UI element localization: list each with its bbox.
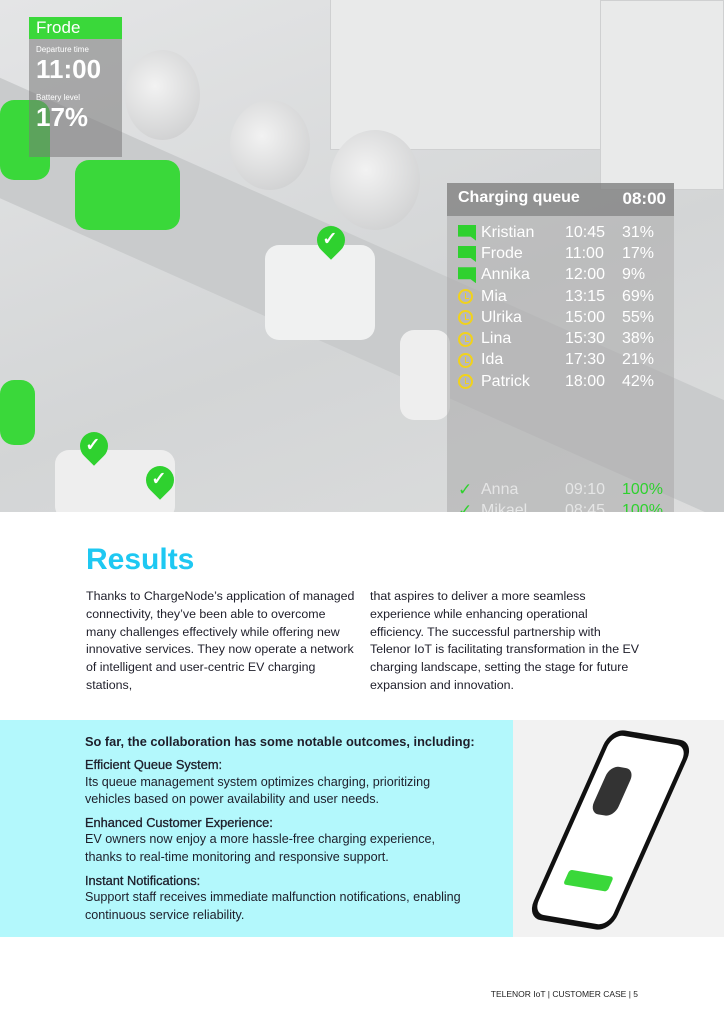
queue-name: Lina xyxy=(481,330,512,348)
queue-name: Mikael xyxy=(481,501,528,512)
completed-row: ✓ Mikael 08:45 100% xyxy=(447,500,674,512)
charging-flag-icon xyxy=(458,245,476,262)
check-icon: ✓ xyxy=(458,500,473,512)
building xyxy=(330,0,630,150)
charging-flag-icon xyxy=(458,224,476,241)
results-col-2: that aspires to deliver a more seamless … xyxy=(370,589,640,692)
app-button xyxy=(563,869,614,892)
results-col-1: Thanks to ChargeNode’s application of ma… xyxy=(86,589,355,692)
charging-queue-panel: Charging queue 08:00 Kristian 10:45 31% Frod… xyxy=(447,183,674,512)
tree xyxy=(230,100,310,190)
outcome-title: Enhanced Customer Experience: xyxy=(85,815,273,831)
queue-row: Patrick 18:00 42% xyxy=(447,371,674,392)
queue-time: 11:00 xyxy=(565,244,604,262)
queue-name: Ulrika xyxy=(481,308,522,326)
queue-row: Frode 11:00 17% xyxy=(447,243,674,264)
queue-time: 15:30 xyxy=(565,330,606,348)
hero-illustration: ✓ ✓ ✓ Frode Departure time 11:00 Battery… xyxy=(0,0,724,512)
clock-icon xyxy=(458,310,473,326)
clock-icon xyxy=(458,352,473,368)
car xyxy=(0,380,35,445)
queue-row: Mia 13:15 69% xyxy=(447,286,674,307)
check-icon: ✓ xyxy=(458,479,473,499)
queue-time: 17:30 xyxy=(565,351,606,369)
outcome-text: Its queue management system optimizes ch… xyxy=(85,774,431,806)
tree xyxy=(330,130,420,230)
building xyxy=(600,0,724,190)
phone-image xyxy=(513,720,724,937)
footer: TELENOR IoT | CUSTOMER CASE | 5 xyxy=(490,989,638,999)
queue-battery: 100% xyxy=(622,480,663,498)
queue-battery: 42% xyxy=(622,372,655,390)
car xyxy=(265,245,375,340)
charging-flag-icon xyxy=(458,267,476,284)
outcome-title: Instant Notifications: xyxy=(85,873,201,889)
queue-name: Mia xyxy=(481,287,507,305)
queue-name: Annika xyxy=(481,266,530,284)
clock-icon xyxy=(458,331,473,347)
queue-battery: 100% xyxy=(622,501,663,512)
queue-battery: 17% xyxy=(622,244,655,262)
queue-battery: 69% xyxy=(622,287,655,305)
queue-time: 18:00 xyxy=(565,372,606,390)
queue-time: 09:10 xyxy=(565,480,606,498)
queue-name: Patrick xyxy=(481,372,530,390)
queue-row: Annika 12:00 9% xyxy=(447,265,674,286)
clock-icon xyxy=(458,374,473,390)
queue-battery: 38% xyxy=(622,330,655,348)
queue-name: Frode xyxy=(481,244,523,262)
outcome-title: Efficient Queue System: xyxy=(85,757,223,773)
queue-row: Lina 15:30 38% xyxy=(447,328,674,349)
tree xyxy=(125,50,200,140)
outcomes-heading: So far, the collaboration has some notab… xyxy=(85,734,475,749)
driver-card: Frode Departure time 11:00 Battery level… xyxy=(29,17,122,157)
queue-title: Charging queue xyxy=(458,189,580,206)
queue-time: 13:15 xyxy=(565,287,606,305)
queue-name: Ida xyxy=(481,351,504,369)
queue-battery: 9% xyxy=(622,266,646,284)
clock-icon xyxy=(458,289,473,305)
battery-level: 17% xyxy=(36,102,89,132)
outcomes-panel: So far, the collaboration has some notab… xyxy=(0,720,513,937)
queue-row: Ida 17:30 21% xyxy=(447,350,674,371)
car-charging-icon xyxy=(589,765,636,817)
outcome-text: EV owners now enjoy a more hassle-free c… xyxy=(85,832,436,864)
queue-row: Kristian 10:45 31% xyxy=(447,222,674,243)
queue-battery: 31% xyxy=(622,223,655,241)
car-frode xyxy=(75,160,180,230)
queue-time: 08:45 xyxy=(565,501,606,512)
smartphone xyxy=(526,728,695,932)
queue-row: Ulrika 15:00 55% xyxy=(447,307,674,328)
queue-battery: 21% xyxy=(622,351,655,369)
battery-label: Battery level xyxy=(36,93,81,102)
queue-name: Kristian xyxy=(481,223,535,241)
queue-time: 15:00 xyxy=(565,308,606,326)
queue-time: 10:45 xyxy=(565,223,606,241)
queue-time: 08:00 xyxy=(622,189,666,208)
queue-battery: 55% xyxy=(622,308,655,326)
queue-name: Anna xyxy=(481,480,519,498)
driver-name: Frode xyxy=(29,17,122,39)
queue-time: 12:00 xyxy=(565,266,606,284)
car xyxy=(400,330,450,420)
departure-time: 11:00 xyxy=(36,54,102,84)
results-title: Results xyxy=(86,543,195,576)
outcome-text: Support staff receives immediate malfunc… xyxy=(85,890,461,922)
completed-row: ✓ Anna 09:10 100% xyxy=(447,479,674,500)
departure-label: Departure time xyxy=(36,45,89,54)
